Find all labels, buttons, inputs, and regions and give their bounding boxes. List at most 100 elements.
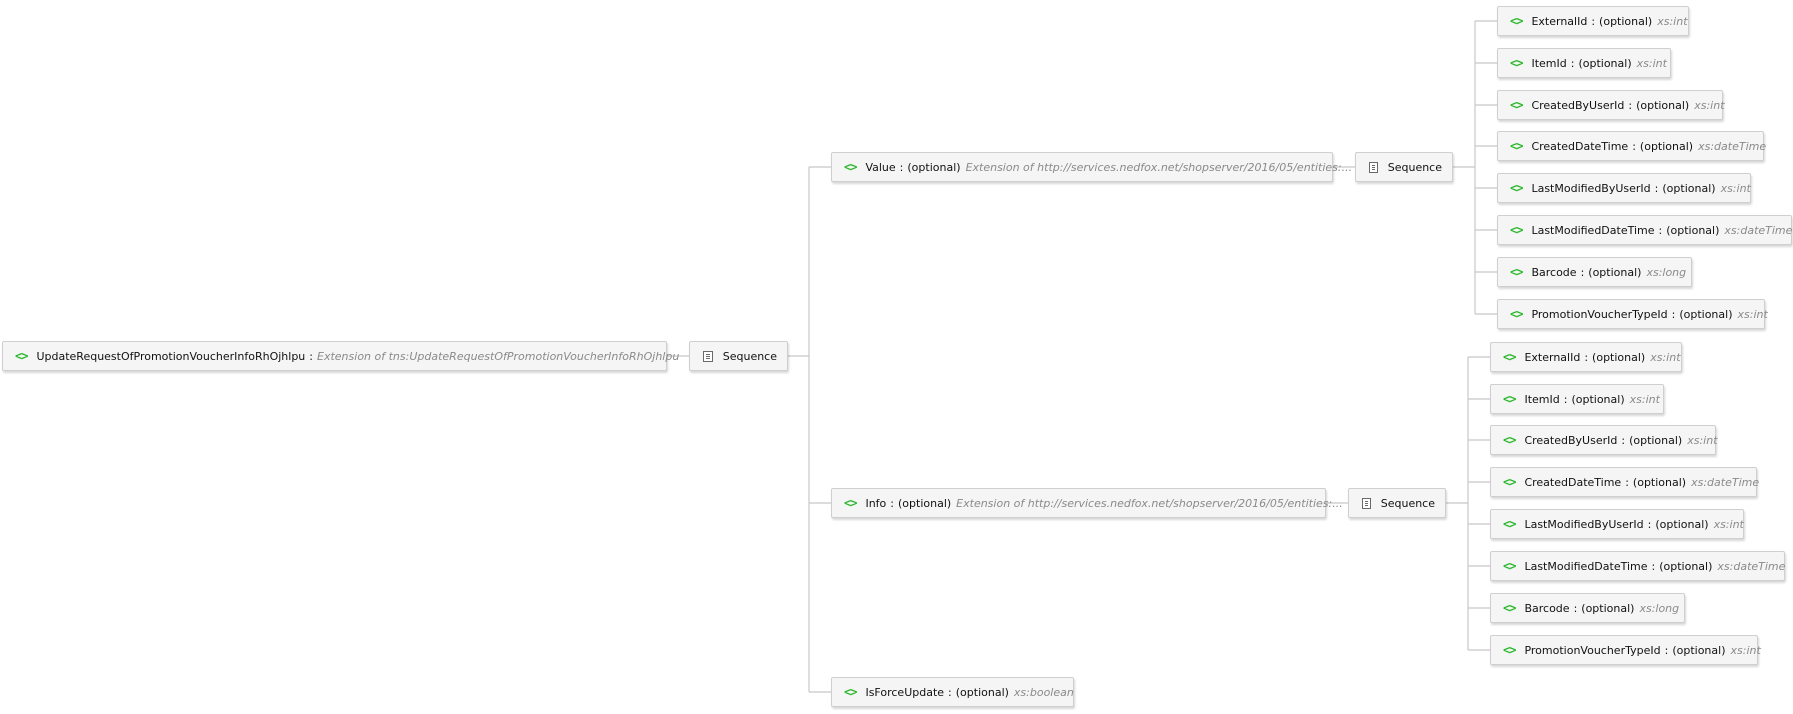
field-type: xs:int [1713, 517, 1744, 531]
element-brackets-icon: <> [1510, 56, 1523, 70]
element-type: Extension of http://services.nedfox.net/… [956, 496, 1343, 510]
element-brackets-icon: <> [1503, 475, 1516, 489]
value-field-itemid[interactable]: <> ItemId:(optional)xs:int [1497, 48, 1671, 78]
optional-label: (optional) [1662, 181, 1716, 195]
optional-label: (optional) [1632, 475, 1687, 489]
info-field-lastmodifiedbyuserid[interactable]: <> LastModifiedByUserId:(optional) xs:int [1490, 509, 1744, 539]
value-field-createddatetime[interactable]: <> CreatedDateTime:(optional)xs:dateTime [1497, 131, 1767, 161]
sequence-label: Sequence [1387, 160, 1442, 174]
info-field-barcode[interactable]: <> Barcode:(optional)xs:long [1490, 593, 1685, 623]
element-brackets-icon: <> [1510, 265, 1523, 279]
element-brackets-icon: <> [844, 496, 857, 510]
element-brackets-icon: <> [1503, 517, 1516, 531]
separator: : [1632, 139, 1636, 153]
field-name: ExternalId [1531, 14, 1588, 28]
field-name: ItemId [1524, 392, 1560, 406]
field-type: xs:dateTime [1698, 139, 1767, 153]
optional-label: (optional) [1666, 223, 1720, 237]
field-name: CreatedByUserId [1531, 98, 1625, 112]
value-field-externalid[interactable]: <> ExternalId:(optional) xs:int [1497, 6, 1689, 36]
element-brackets-icon: <> [1503, 601, 1516, 615]
element-brackets-icon: <> [1510, 223, 1523, 237]
info-sequence-node[interactable]: Sequence [1348, 488, 1446, 518]
element-brackets-icon: <> [1503, 350, 1516, 364]
separator: : [1664, 643, 1669, 657]
root-sequence-node[interactable]: Sequence [689, 341, 788, 371]
field-name: LastModifiedByUserId [1524, 517, 1644, 531]
separator: : [1570, 56, 1575, 70]
info-element-node[interactable]: <> Info : (optional) Extension of http:/… [831, 488, 1343, 518]
element-brackets-icon: <> [1503, 433, 1516, 447]
optional-label: (optional) [907, 160, 961, 174]
element-name: Value [865, 160, 896, 174]
info-field-lastmodifieddatetime[interactable]: <> LastModifiedDateTime:(optional)xs:dat… [1490, 551, 1785, 581]
optional-label: (optional) [1636, 98, 1690, 112]
field-type: xs:dateTime [1724, 223, 1793, 237]
element-name: IsForceUpdate [865, 685, 945, 699]
info-field-createdbyuserid[interactable]: <> CreatedByUserId:(optional)xs:int [1490, 425, 1718, 455]
field-type: xs:int [1694, 98, 1725, 112]
element-brackets-icon: <> [1510, 14, 1523, 28]
optional-label: (optional) [1588, 265, 1642, 279]
field-type: xs:int [1629, 392, 1660, 406]
field-name: LastModifiedDateTime [1531, 223, 1655, 237]
element-name: UpdateRequestOfPromotionVoucherInfoRhOjh… [36, 349, 306, 363]
field-name: Barcode [1524, 601, 1570, 615]
optional-label: (optional) [1629, 433, 1683, 447]
optional-label: (optional) [1592, 350, 1646, 364]
isforceupdate-element-node[interactable]: <> IsForceUpdate : (optional) xs:boolean [831, 677, 1074, 707]
field-type: xs:int [1720, 181, 1751, 195]
value-field-createdbyuserid[interactable]: <> CreatedByUserId:(optional)xs:int [1497, 90, 1725, 120]
element-brackets-icon: <> [1510, 181, 1523, 195]
separator: : [1628, 98, 1633, 112]
value-element-node[interactable]: <> Value : (optional) Extension of http:… [831, 152, 1352, 182]
value-field-lastmodifieddatetime[interactable]: <> LastModifiedDateTime:(optional) xs:dat… [1497, 215, 1792, 245]
info-field-itemid[interactable]: <> ItemId:(optional)xs:int [1490, 384, 1664, 414]
optional-label: (optional) [1672, 643, 1726, 657]
field-type: xs:int [1657, 14, 1688, 28]
field-name: ItemId [1531, 56, 1567, 70]
separator: : [890, 496, 894, 510]
field-name: CreatedDateTime [1524, 475, 1622, 489]
optional-label: (optional) [1599, 14, 1653, 28]
element-brackets-icon: <> [1510, 307, 1523, 321]
field-type: xs:long [1639, 601, 1680, 615]
separator: : [1658, 223, 1663, 237]
field-name: PromotionVoucherTypeId [1524, 643, 1661, 657]
field-name: LastModifiedByUserId [1531, 181, 1651, 195]
sequence-label: Sequence [722, 349, 777, 363]
element-type: xs:boolean [1013, 685, 1074, 699]
separator: : [1671, 307, 1676, 321]
sequence-label: Sequence [1380, 496, 1435, 510]
optional-label: (optional) [1655, 517, 1709, 531]
separator: : [1647, 517, 1652, 531]
separator: : [1584, 350, 1589, 364]
field-name: LastModifiedDateTime [1524, 559, 1648, 573]
separator: : [1563, 392, 1568, 406]
separator: : [1654, 181, 1659, 195]
value-sequence-node[interactable]: Sequence [1355, 152, 1453, 182]
info-field-externalid[interactable]: <> ExternalId:(optional)xs:int [1490, 342, 1682, 372]
separator: : [1621, 433, 1626, 447]
field-name: PromotionVoucherTypeId [1531, 307, 1668, 321]
field-type: xs:dateTime [1691, 475, 1760, 489]
field-type: xs:int [1737, 307, 1768, 321]
element-brackets-icon: <> [1503, 392, 1516, 406]
element-brackets-icon: <> [1503, 643, 1516, 657]
separator: : [1591, 14, 1596, 28]
root-element-node[interactable]: <> UpdateRequestOfPromotionVoucherInfoRh… [2, 341, 679, 371]
info-field-promotionvouchertypeid[interactable]: <> PromotionVoucherTypeId:(optional)xs:i… [1490, 635, 1761, 665]
value-field-lastmodifiedbyuserid[interactable]: <> LastModifiedByUserId:(optional) xs:int [1497, 173, 1751, 203]
sequence-icon [703, 350, 713, 362]
element-name: Info [865, 496, 887, 510]
element-brackets-icon: <> [15, 349, 28, 363]
field-name: CreatedByUserId [1524, 433, 1618, 447]
field-name: CreatedDateTime [1531, 139, 1629, 153]
value-field-promotionvouchertypeid[interactable]: <> PromotionVoucherTypeId:(optional)xs:i… [1497, 299, 1768, 329]
separator: : [1625, 475, 1629, 489]
element-brackets-icon: <> [1503, 559, 1516, 573]
info-field-createddatetime[interactable]: <> CreatedDateTime:(optional) xs:dateTime [1490, 467, 1760, 497]
value-field-barcode[interactable]: <> Barcode:(optional)xs:long [1497, 257, 1692, 287]
